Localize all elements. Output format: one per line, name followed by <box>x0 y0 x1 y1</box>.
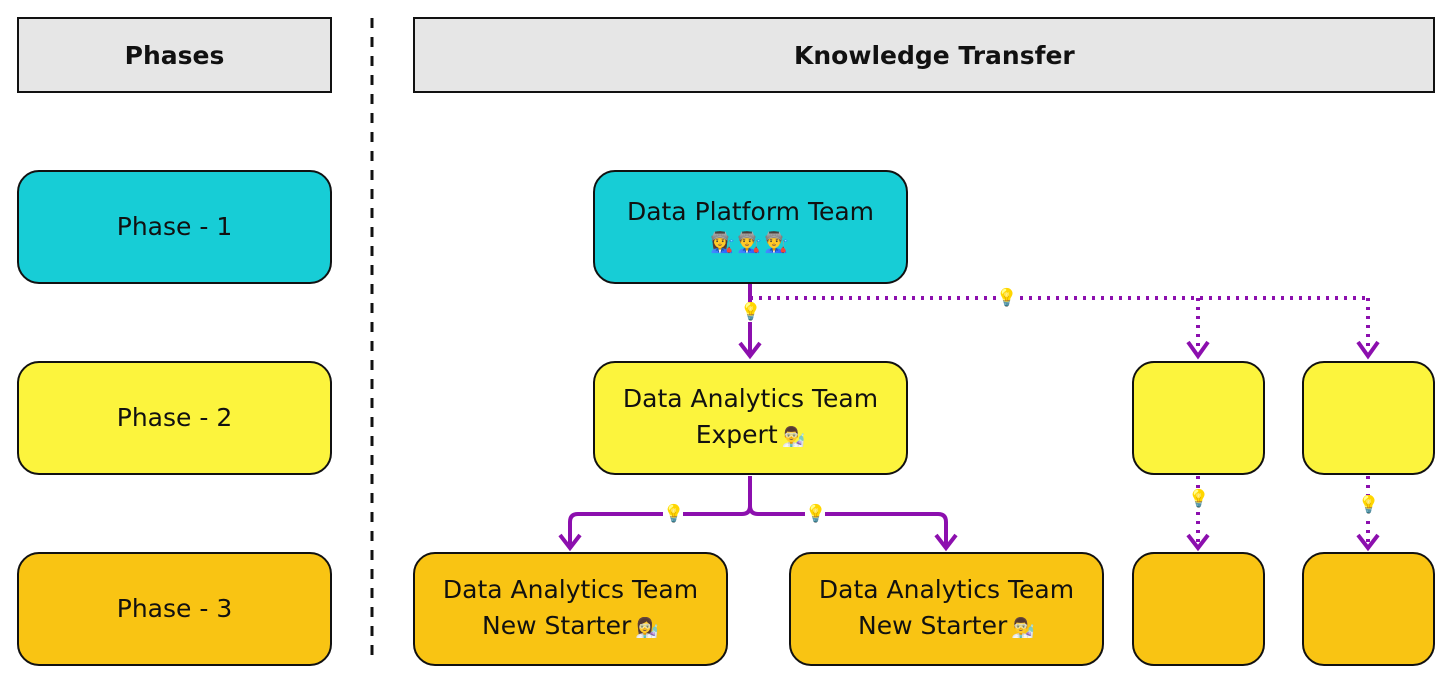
arrowhead-box-b-phase3 <box>1356 533 1380 552</box>
knowledge-transfer-header: Knowledge Transfer <box>413 17 1435 93</box>
lightbulb-icon: 💡 <box>996 288 1018 308</box>
scientist-icon: 👨‍🔬 <box>781 426 806 448</box>
arrowhead-box-a <box>1186 340 1210 360</box>
arrowhead-new-starter-2 <box>934 533 958 552</box>
phase-3-label: Phase - 3 <box>116 594 233 623</box>
phase-3-box: Phase - 3 <box>17 552 332 666</box>
connector-expert-split-right <box>748 505 948 546</box>
phases-header-label: Phases <box>124 40 225 70</box>
lightbulb-icon: 💡 <box>1188 489 1210 509</box>
phases-header: Phases <box>17 17 332 93</box>
team-people-icon: 👩‍🏭👨‍🏭👨‍🏭 <box>710 230 791 254</box>
phase-2-box: Phase - 2 <box>17 361 332 475</box>
expert-line2-wrap: Expert👨‍🔬 <box>696 417 806 455</box>
lightbulb-icon: 💡 <box>1358 495 1380 515</box>
phase-3-unnamed-box-b <box>1302 552 1435 666</box>
lightbulb-icon: 💡 <box>740 302 762 322</box>
new-starter-node-1: Data Analytics Team New Starter👩‍🔬 <box>413 552 728 666</box>
new-starter-1-line1: Data Analytics Team <box>442 575 699 604</box>
arrowhead-new-starter-1 <box>558 533 582 552</box>
data-analytics-expert-node: Data Analytics Team Expert👨‍🔬 <box>593 361 908 475</box>
scientist-icon: 👩‍🔬 <box>635 617 659 639</box>
data-platform-team-label: Data Platform Team <box>626 197 875 226</box>
lightbulb-icon: 💡 <box>663 504 685 524</box>
new-starter-1-line2: New Starter <box>482 611 632 640</box>
phase-2-unnamed-box-a <box>1132 361 1265 475</box>
data-platform-team-node: Data Platform Team 👩‍🏭👨‍🏭👨‍🏭 <box>593 170 908 284</box>
new-starter-node-2: Data Analytics Team New Starter👨‍🔬 <box>789 552 1104 666</box>
phase-3-unnamed-box-a <box>1132 552 1265 666</box>
phase-2-label: Phase - 2 <box>116 403 233 432</box>
scientist-icon: 👨‍🔬 <box>1011 617 1035 639</box>
expert-line1: Data Analytics Team <box>622 384 879 413</box>
arrowhead-box-b <box>1356 340 1380 360</box>
phase-2-unnamed-box-b <box>1302 361 1435 475</box>
arrowhead-box-a-phase3 <box>1186 533 1210 552</box>
new-starter-2-line2: New Starter <box>858 611 1008 640</box>
new-starter-2-line1: Data Analytics Team <box>818 575 1075 604</box>
phase-1-box: Phase - 1 <box>17 170 332 284</box>
expert-line2: Expert <box>695 420 778 449</box>
arrowhead-expert <box>738 341 762 360</box>
knowledge-transfer-label: Knowledge Transfer <box>794 40 1075 70</box>
new-starter-2-line2-wrap: New Starter👨‍🔬 <box>858 608 1035 646</box>
connector-expert-split <box>568 476 752 546</box>
lightbulb-icon: 💡 <box>805 504 827 524</box>
new-starter-1-line2-wrap: New Starter👩‍🔬 <box>482 608 659 646</box>
phase-1-label: Phase - 1 <box>116 212 233 241</box>
